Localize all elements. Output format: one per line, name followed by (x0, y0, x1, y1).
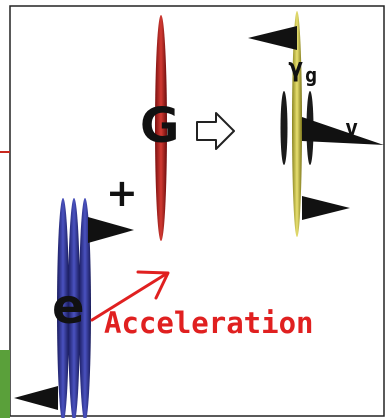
gamma-label: γ (288, 53, 304, 83)
e-label: e (52, 279, 85, 335)
g-label: G (140, 98, 179, 154)
acceleration-label: Acceleration (104, 306, 314, 340)
plus-sign: + (106, 171, 138, 215)
v-label: v (345, 116, 358, 141)
gamma-subscript: g (305, 63, 317, 87)
dark-ring-left (281, 91, 288, 165)
green-patch (0, 350, 10, 418)
